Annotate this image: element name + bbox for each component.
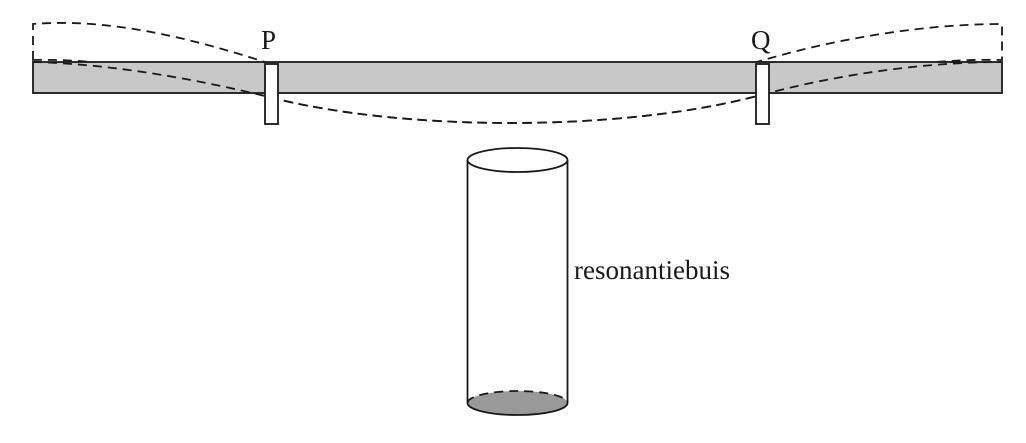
support-q-label: Q xyxy=(751,25,771,55)
rod xyxy=(32,61,1003,94)
tube-bottom xyxy=(467,391,568,415)
tube-bottom-back-edge xyxy=(466,390,569,404)
rod-displaced-down-outline xyxy=(32,61,1003,124)
support-p-label: P xyxy=(261,25,276,55)
resonance-tube xyxy=(466,147,569,416)
tube-bottom-front-edge xyxy=(466,402,569,416)
tube-label: resonantiebuis xyxy=(574,255,730,285)
support-p-clamp xyxy=(264,63,279,125)
support-q-clamp xyxy=(755,63,770,125)
tube-top-opening xyxy=(466,147,569,173)
